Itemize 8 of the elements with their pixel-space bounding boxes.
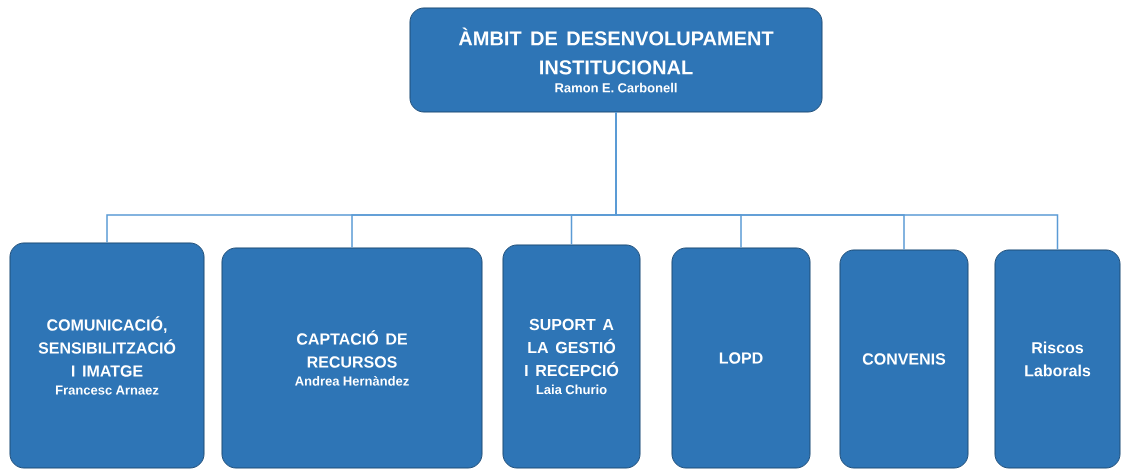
org-box: LOPD [671, 247, 811, 469]
org-box: SUPORT A LA GESTIÓ I RECEPCIÓ Laia Churio [502, 244, 641, 469]
org-box: Riscos Laborals [994, 249, 1121, 469]
org-box: CONVENIS [839, 249, 969, 469]
org-box: COMUNICACIÓ, SENSIBILITZACIÓ I IMATGE Francesc Arnaez [9, 242, 205, 469]
org-box: ÀMBIT DE DESENVOLUPAMENT INSTITUCIONAL Ramon E. Carbonell [409, 7, 823, 113]
org-box: CAPTACIÓ DE RECURSOS Andrea Hernàndez [221, 247, 483, 469]
connector-line [615, 111, 1059, 251]
